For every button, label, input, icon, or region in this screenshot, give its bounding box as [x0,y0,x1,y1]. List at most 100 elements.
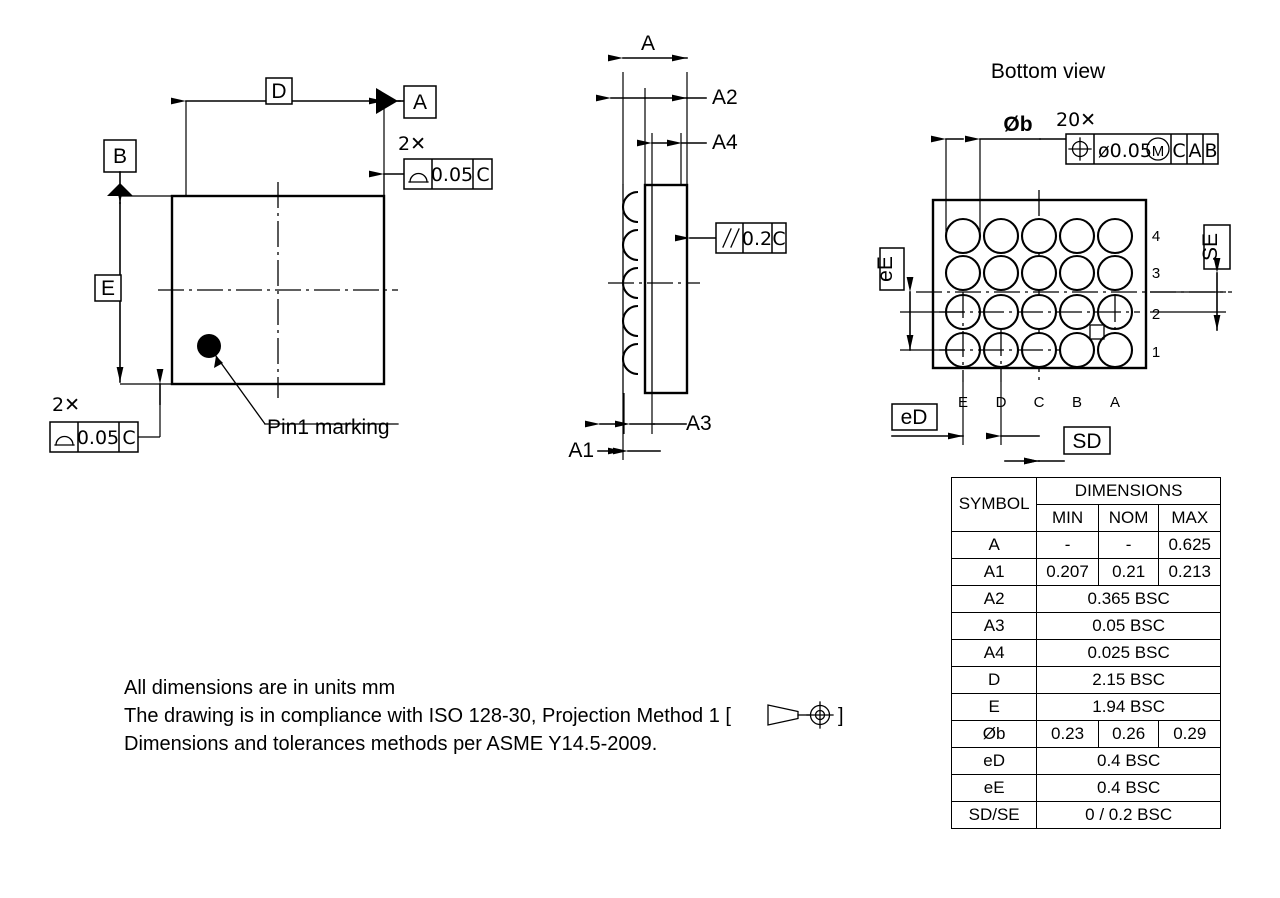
dimension-label-A1: A1 [568,439,594,462]
cell-value: 0.4 BSC [1036,774,1221,802]
profile-of-surface-icon-bottom [55,435,74,446]
position-icon [1068,137,1092,161]
cell-value: 0.365 BSC [1036,585,1221,613]
cell-symbol: A1 [950,558,1038,586]
feature-control-frame-profile-top: 0.05 C [403,158,493,190]
dimension-label-A: A [641,32,655,55]
table-row: Øb 0.23 0.26 0.29 [950,720,1221,748]
fcf-top-tolerance: 0.05 [431,164,473,186]
cell-min: 0.23 [1036,720,1099,748]
column-label-A: A [1110,394,1120,411]
cell-symbol: A [950,531,1038,559]
column-label-C: C [1034,394,1045,411]
top-view-group: D A 2✕ 0.05 C B E [49,77,493,453]
ball-E4 [944,217,982,255]
column-label-B: B [1072,394,1082,411]
dimensions-table-body: A - - 0.625 A1 0.207 0.21 0.213 A2 0.365… [950,531,1221,829]
row-label-1: 1 [1152,344,1160,361]
cell-max: 0.625 [1158,531,1221,559]
table-row: A2 0.365 BSC [950,585,1221,613]
cell-nom: - [1097,531,1160,559]
feature-control-frame-profile-bottom: 0.05 C [49,421,139,453]
header-min: MIN [1036,504,1099,532]
table-row: eD 0.4 BSC [950,747,1221,775]
note-line-2-close: ] [838,705,844,727]
table-row: E 1.94 BSC [950,693,1221,721]
ball-count-label: 20✕ [1056,109,1096,131]
note-line-3: Dimensions and tolerances methods per AS… [124,733,657,755]
dimension-label-A4: A4 [712,131,738,154]
cell-nom: 0.26 [1097,720,1160,748]
cell-symbol: A3 [950,612,1038,640]
fcf-position-tolerance: ø0.05 [1098,140,1152,162]
multiplier-label-top: 2✕ [398,133,426,155]
ball-B4 [1058,217,1096,255]
cell-symbol: E [950,693,1038,721]
dimensions-table-head: SYMBOL DIMENSIONS MIN NOM MAX [950,477,1221,532]
ball-profile-1 [622,190,639,224]
dimension-box-eD [891,403,938,431]
profile-of-surface-icon-top [409,172,428,183]
header-dimensions: DIMENSIONS [1036,477,1221,505]
side-view-group: A A2 A4 0.2 C A3 [568,32,787,462]
row-label-3: 3 [1152,265,1160,282]
parallelism-icon-stroke1 [722,228,732,248]
cell-symbol: Øb [950,720,1038,748]
cell-symbol: A4 [950,639,1038,667]
dimension-label-eE: eE [874,256,897,282]
dimension-box-SD [1063,426,1111,455]
table-row: SD/SE 0 / 0.2 BSC [950,801,1221,829]
cell-max: 0.213 [1158,558,1221,586]
dimension-label-b: Øb [1003,113,1032,136]
dimensions-table: SYMBOL DIMENSIONS MIN NOM MAX A - - 0.62… [950,477,1221,829]
ball-profile-4 [622,304,639,338]
fcf-bottom-tolerance: 0.05 [77,427,119,449]
cell-value: 2.15 BSC [1036,666,1221,694]
cell-nom: 0.21 [1097,558,1160,586]
feature-control-frame-position: ø0.05 M C A B [1065,133,1219,165]
dimension-label-A3: A3 [686,412,712,435]
row-label-4: 4 [1152,228,1160,245]
fcf-position-datum-B: B [1204,140,1217,162]
header-nom: NOM [1097,504,1160,532]
multiplier-label-bottom: 2✕ [52,394,80,416]
fcf-parallel-tolerance: 0.2 [742,228,772,250]
pin1-leader-line [215,355,266,425]
mmc-modifier-icon: M [1146,137,1170,161]
cell-max: 0.29 [1158,720,1221,748]
row-label-2: 2 [1152,306,1160,323]
ball-D4 [982,217,1020,255]
pin1-square-marker-bottom-view [1089,324,1105,340]
ball-D3 [982,254,1020,292]
fcf-position-datum-C: C [1172,140,1185,162]
pin1-marking-label: Pin1 marking [267,416,390,439]
cell-value: 0.05 BSC [1036,612,1221,640]
ball-A4 [1096,217,1134,255]
note-line-1: All dimensions are in units mm [124,677,395,699]
header-max: MAX [1158,504,1221,532]
fcf-bottom-datum: C [122,427,135,449]
ball-C4 [1020,217,1058,255]
cell-symbol: eE [950,774,1038,802]
table-row: A4 0.025 BSC [950,639,1221,667]
notes-group: All dimensions are in units mm The drawi… [124,677,844,755]
cell-min: 0.207 [1036,558,1099,586]
table-header-row-2: MIN NOM MAX [952,504,1221,532]
pin1-marking-dot [197,334,221,358]
fcf-parallel-datum: C [772,228,785,250]
cell-symbol: A2 [950,585,1038,613]
header-symbol: SYMBOL [950,477,1038,532]
ball-A3 [1096,254,1134,292]
datum-A-triangle [376,88,398,114]
package-body-outline-side-view [643,183,689,395]
cell-value: 0.4 BSC [1036,747,1221,775]
datum-A-label: A [413,91,427,114]
fcf-position-datum-A: A [1189,140,1202,162]
dimension-label-eD: eD [901,406,928,429]
note-line-2: The drawing is in compliance with ISO 12… [124,705,731,727]
datum-A-box [403,85,437,119]
table-row: eE 0.4 BSC [950,774,1221,802]
datum-B-triangle [107,183,133,196]
